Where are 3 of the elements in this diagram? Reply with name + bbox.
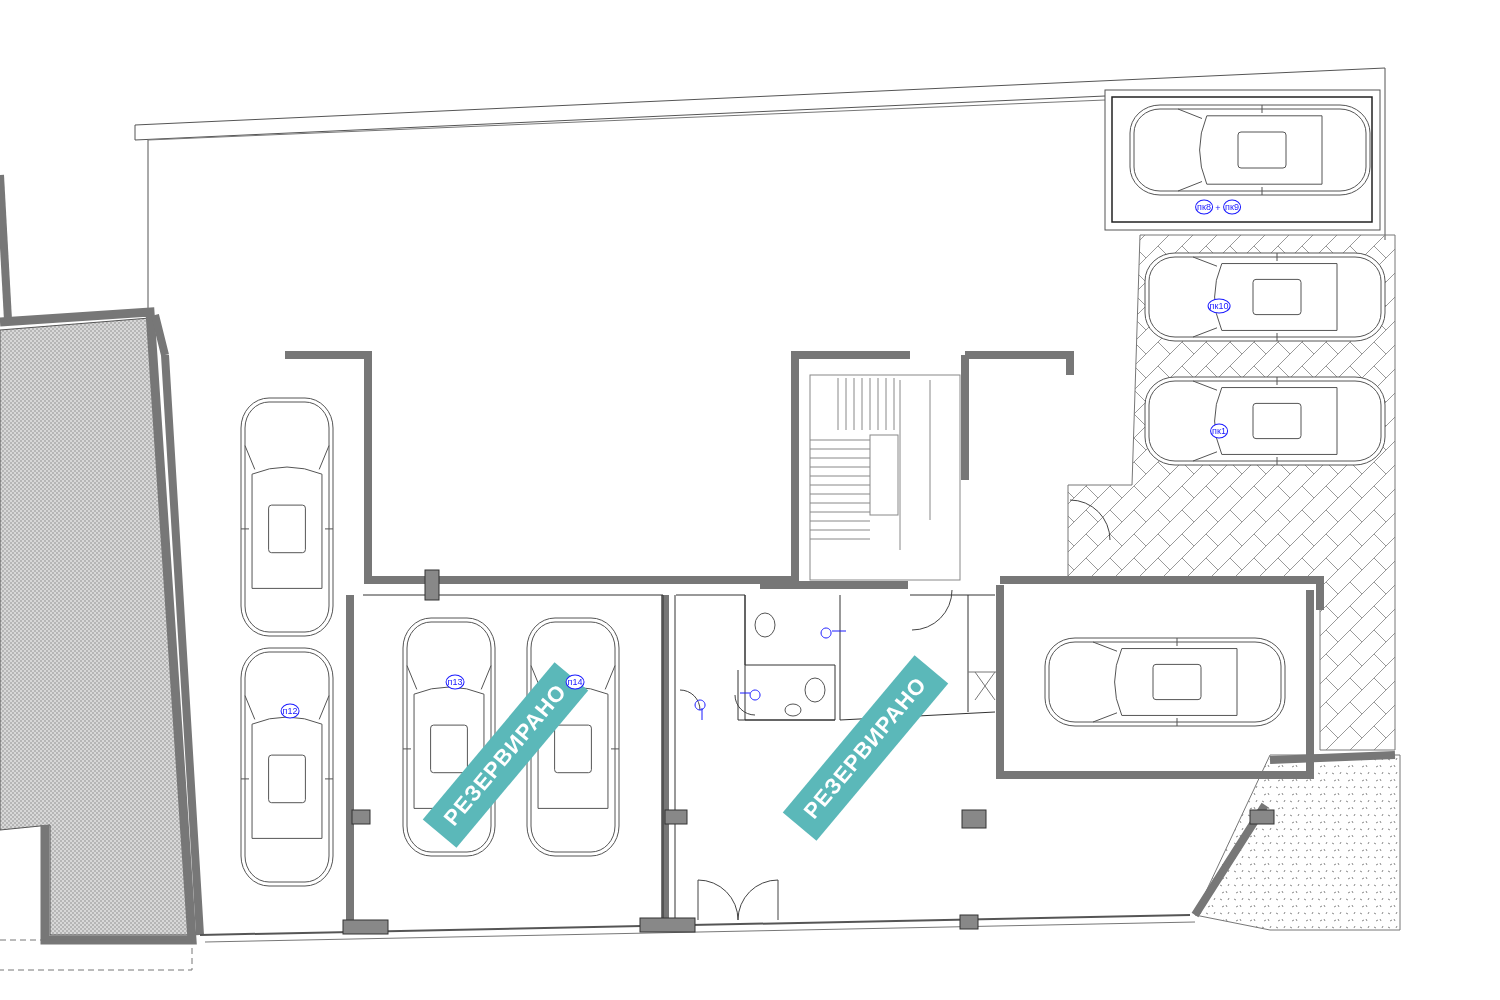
parking-space-number: пк8: [1195, 199, 1213, 215]
parking-space-number: пк9: [1223, 199, 1241, 215]
plus-sign: +: [1215, 203, 1221, 213]
